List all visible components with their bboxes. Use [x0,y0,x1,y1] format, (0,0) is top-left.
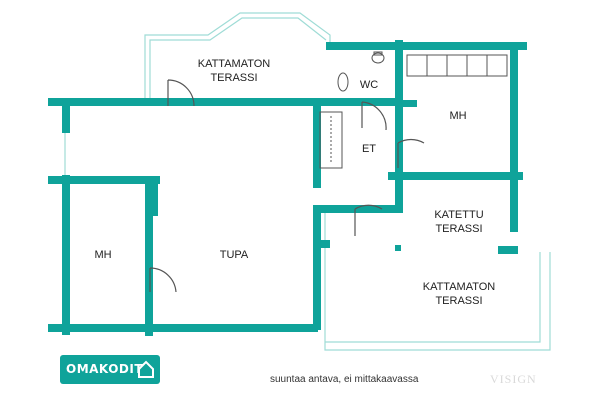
fixtures [319,51,508,169]
wall-mh-top [48,176,160,184]
house-icon [138,360,154,378]
label-katettu-2: TERASSI [435,223,482,235]
wall-bottom [48,324,318,332]
wall-stub-right [498,246,518,254]
wall-left-lower [62,175,70,335]
label-tupa: TUPA [220,249,249,261]
door-mh-right [397,138,425,168]
label-top-terrace-1: KATTAMATON [198,58,271,70]
right-terrace-outline [324,205,551,351]
label-right-terrace-2: TERASSI [435,295,482,307]
doors [149,79,425,293]
top-terrace-outline [144,12,331,102]
shoe-rack [319,111,343,169]
top-terrace-outline-inner [149,17,327,102]
wall-terrace-top [313,205,403,213]
wall-mh-right-bottom [388,172,523,180]
door-terrace [354,204,383,236]
wall-et-left [313,98,321,188]
label-et: ET [362,143,376,155]
wall-mh-right-right [510,42,518,232]
label-mh-right: MH [449,110,466,122]
toilet [371,52,385,64]
logo-background [60,355,160,384]
omakodit-logo: OMAKODIT [60,355,160,384]
door-wc [361,101,387,131]
wall-wc-right [395,40,403,212]
right-terrace-outline-inner [325,252,541,343]
wall-top-main [48,98,403,106]
label-right-terrace-1: KATTAMATON [423,281,496,293]
wall-mh-right-top [395,42,527,50]
wall-mh-tupa [145,176,153,336]
post [395,245,401,251]
label-wc: WC [360,79,378,91]
toilet-tank [373,51,383,56]
wardrobe [406,54,508,77]
walls [48,40,527,336]
label-mh-left: MH [94,249,111,261]
logo-text: OMAKODIT [66,362,144,376]
wall-tupa-right [313,205,321,330]
scale-caption: suuntaa antava, ei mittakaavassa [270,374,419,385]
wall-stub-wc [395,100,417,107]
wall-wc-top [326,42,406,50]
sink [337,72,349,92]
watermark: VISIGN [490,372,537,386]
door-mh-left [149,267,177,293]
wall-chimney [150,176,158,216]
wall-left-upper [62,98,70,133]
label-katettu-1: KATETTU [434,209,483,221]
door-top-terrace [167,79,195,107]
wall-stub-terrace [316,240,330,248]
label-top-terrace-2: TERASSI [210,72,257,84]
